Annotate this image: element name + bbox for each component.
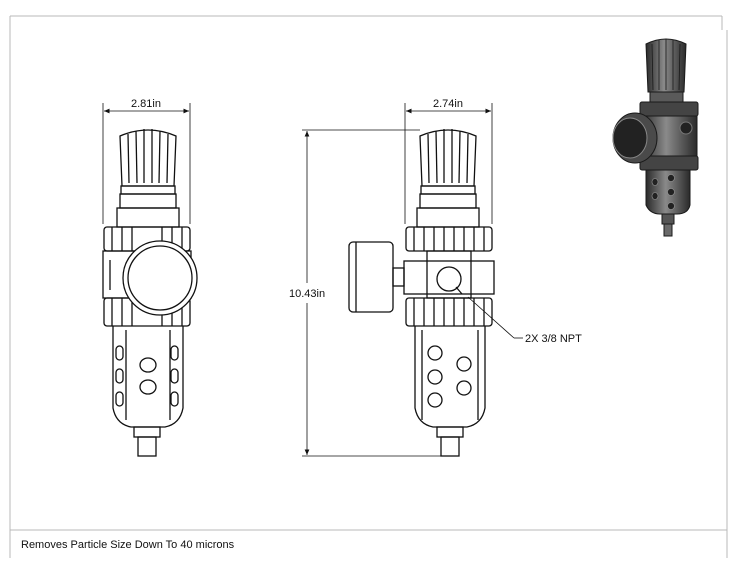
front-view xyxy=(102,129,198,457)
side-width-label: 2.74in xyxy=(433,98,463,110)
product-render xyxy=(612,38,699,237)
product-caption: Removes Particle Size Down To 40 microns xyxy=(21,539,235,551)
sheet-border xyxy=(9,15,728,558)
side-width-dimension xyxy=(404,103,493,224)
height-label: 10.43in xyxy=(289,288,325,300)
height-dimension xyxy=(302,129,441,457)
front-width-dimension xyxy=(102,103,191,224)
port-callout-label: 2X 3/8 NPT xyxy=(525,333,582,345)
front-width-label: 2.81in xyxy=(131,98,161,110)
side-view xyxy=(348,129,495,457)
port-callout-leader xyxy=(467,296,523,339)
